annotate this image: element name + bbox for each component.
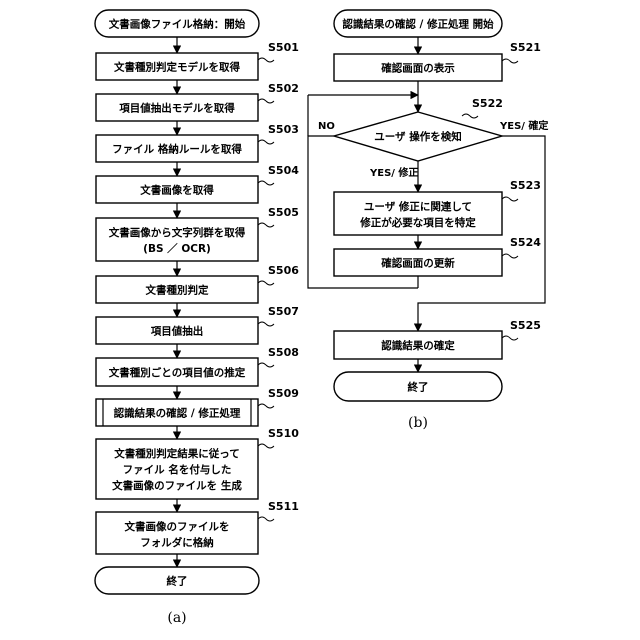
step-s506: 文書種別判定 S506 bbox=[96, 264, 299, 303]
step-s525-id: S525 bbox=[510, 319, 541, 332]
step-s506-id: S506 bbox=[268, 264, 299, 277]
step-s523-id: S523 bbox=[510, 179, 541, 192]
step-s504: 文書画像を取得 S504 bbox=[96, 164, 299, 203]
step-s511-leader bbox=[258, 517, 274, 521]
step-s505-id: S505 bbox=[268, 206, 299, 219]
step-s505-leader bbox=[258, 223, 274, 227]
step-s503-id: S503 bbox=[268, 123, 299, 136]
flow-a-end-label: 終了 bbox=[167, 575, 188, 588]
step-s510: 文書種別判定結果に従って ファイル 名を付与した 文書画像のファイルを 生成 S… bbox=[96, 427, 299, 499]
step-s501-id: S501 bbox=[268, 41, 299, 54]
flow-a-start-label: 文書画像ファイル格納：開始 bbox=[108, 18, 246, 31]
step-s501-leader bbox=[258, 58, 274, 62]
step-s507-leader bbox=[258, 322, 274, 326]
step-s501: 文書種別判定モデルを取得 S501 bbox=[96, 41, 299, 80]
step-s505: 文書画像から文字列群を取得 (BS ／ OCR) S505 bbox=[96, 206, 299, 261]
flow-b: 認識結果の確認 / 修正処理 開始 確認画面の表示 S521 ユーザ 操作を検知… bbox=[308, 10, 548, 431]
step-s525: 認識結果の確定 S525 bbox=[334, 319, 541, 359]
step-s503-label: ファイル 格納ルールを取得 bbox=[112, 143, 242, 156]
step-s507: 項目値抽出 S507 bbox=[96, 305, 299, 344]
step-s524-id: S524 bbox=[510, 236, 541, 249]
step-s521-leader bbox=[502, 59, 518, 63]
step-s523-line-2: 修正が必要な項目を特定 bbox=[359, 216, 476, 229]
flow-a: 文書画像ファイル格納：開始 文書種別判定モデルを取得 S501 項目値抽出モデル… bbox=[95, 10, 299, 626]
step-s505-line-2: (BS ／ OCR) bbox=[143, 242, 211, 255]
step-s523: ユーザ 修正に関連して 修正が必要な項目を特定 S523 bbox=[334, 179, 541, 235]
step-s506-leader bbox=[258, 281, 274, 285]
flow-b-end-terminator: 終了 bbox=[334, 372, 502, 401]
yes-confirm-label: YES/ 確定 bbox=[499, 119, 548, 132]
step-s507-id: S507 bbox=[268, 305, 299, 318]
flow-a-end-terminator: 終了 bbox=[95, 567, 259, 594]
flow-b-start-terminator: 認識結果の確認 / 修正処理 開始 bbox=[334, 10, 502, 37]
step-s524-label: 確認画面の更新 bbox=[381, 257, 455, 270]
step-s511-id: S511 bbox=[268, 500, 299, 513]
decision-s522-leader bbox=[462, 114, 478, 118]
step-s524: 確認画面の更新 S524 bbox=[334, 236, 541, 276]
step-s511-line-1: 文書画像のファイルを bbox=[124, 520, 230, 533]
step-s509-id: S509 bbox=[268, 387, 299, 400]
step-s508-label: 文書種別ごとの項目値の推定 bbox=[108, 366, 246, 379]
step-s504-label: 文書画像を取得 bbox=[139, 184, 214, 197]
step-s525-leader bbox=[502, 336, 518, 340]
step-s509-label: 認識結果の確認 / 修正処理 bbox=[114, 407, 241, 420]
yes-fix-label: YES/ 修正 bbox=[369, 166, 418, 179]
step-s502-id: S502 bbox=[268, 82, 299, 95]
step-s511-line-2: フォルダに格納 bbox=[140, 536, 214, 549]
flow-b-start-label: 認識結果の確認 / 修正処理 開始 bbox=[342, 18, 494, 31]
step-s503-leader bbox=[258, 140, 274, 144]
step-s508-id: S508 bbox=[268, 346, 299, 359]
step-s510-leader bbox=[258, 444, 274, 448]
step-s524-leader bbox=[502, 254, 518, 258]
step-s510-line-2: ファイル 名を付与した bbox=[123, 463, 232, 476]
step-s501-label: 文書種別判定モデルを取得 bbox=[113, 61, 240, 74]
flow-b-end-label: 終了 bbox=[408, 381, 429, 394]
step-s507-label: 項目値抽出 bbox=[151, 325, 204, 338]
decision-s522-id: S522 bbox=[472, 97, 503, 110]
step-s521-label: 確認画面の表示 bbox=[381, 62, 455, 75]
step-s504-id: S504 bbox=[268, 164, 299, 177]
step-s510-line-3: 文書画像のファイルを 生成 bbox=[111, 479, 242, 492]
step-s510-id: S510 bbox=[268, 427, 299, 440]
step-s505-line-1: 文書画像から文字列群を取得 bbox=[108, 226, 246, 239]
step-s509-subprocess: 認識結果の確認 / 修正処理 S509 bbox=[96, 387, 299, 426]
step-s502-leader bbox=[258, 99, 274, 103]
no-branch-label: NO bbox=[318, 121, 335, 132]
step-s506-label: 文書種別判定 bbox=[145, 284, 209, 297]
decision-s522-label: ユーザ 操作を検知 bbox=[374, 130, 461, 143]
step-s523-leader bbox=[502, 197, 518, 201]
step-s508-leader bbox=[258, 363, 274, 367]
step-s523-line-1: ユーザ 修正に関連して bbox=[364, 200, 472, 213]
step-s508: 文書種別ごとの項目値の推定 S508 bbox=[96, 346, 299, 386]
flow-a-caption: (a) bbox=[167, 610, 186, 626]
step-s502-label: 項目値抽出モデルを取得 bbox=[119, 102, 235, 115]
flow-a-start-terminator: 文書画像ファイル格納：開始 bbox=[95, 10, 259, 37]
step-s509-leader bbox=[258, 404, 274, 408]
step-s511: 文書画像のファイルを フォルダに格納 S511 bbox=[96, 500, 299, 554]
flow-b-caption: (b) bbox=[408, 415, 428, 431]
step-s521: 確認画面の表示 S521 bbox=[334, 41, 541, 81]
step-s502: 項目値抽出モデルを取得 S502 bbox=[96, 82, 299, 121]
step-s525-label: 認識結果の確定 bbox=[381, 339, 455, 352]
step-s521-id: S521 bbox=[510, 41, 541, 54]
step-s503: ファイル 格納ルールを取得 S503 bbox=[96, 123, 299, 162]
step-s510-line-1: 文書種別判定結果に従って bbox=[113, 447, 239, 460]
step-s504-leader bbox=[258, 181, 274, 185]
